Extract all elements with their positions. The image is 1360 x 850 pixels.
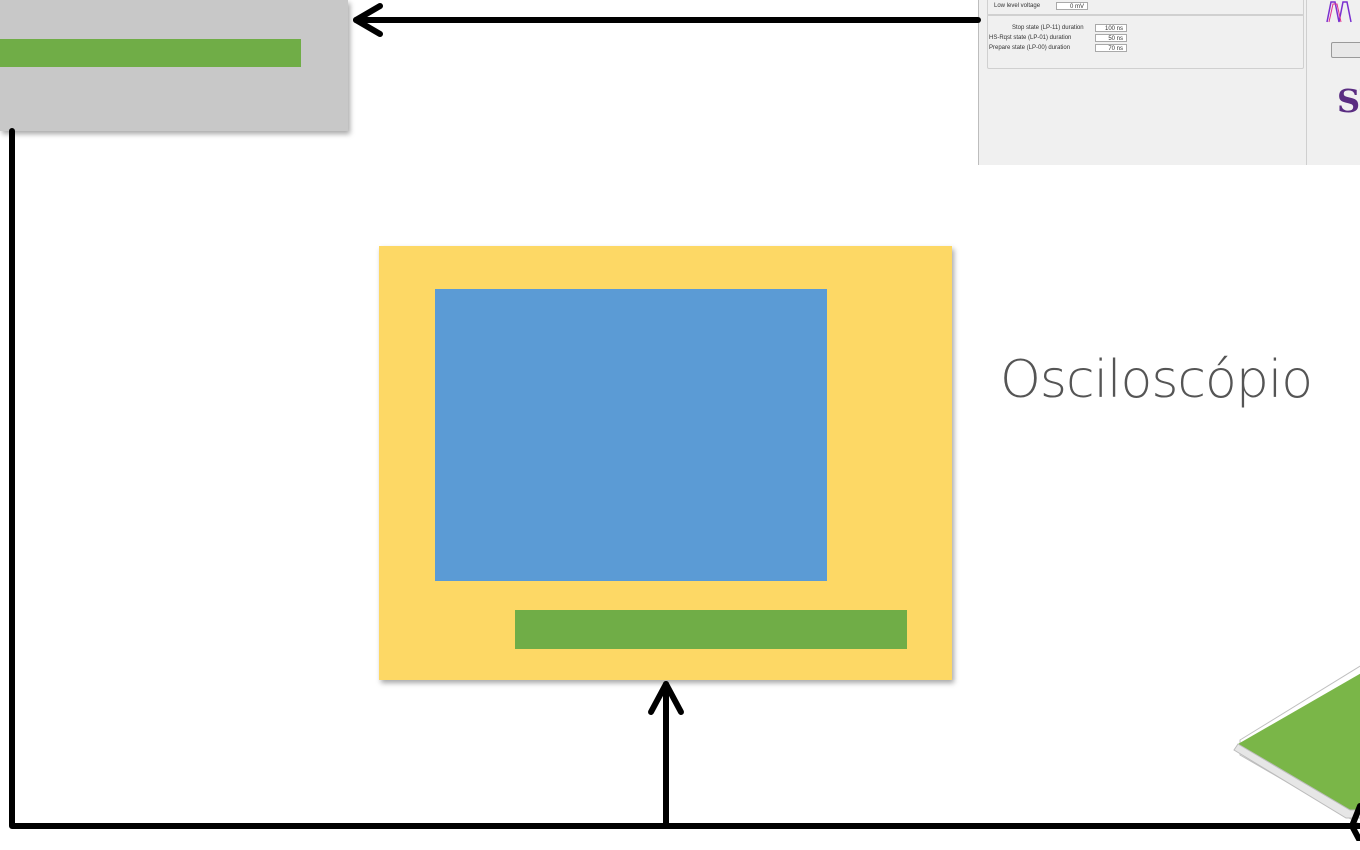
duration-group	[987, 14, 1304, 69]
waveform-preview	[1326, 1, 1352, 23]
software-button[interactable]	[1331, 42, 1360, 58]
prepare-state-value[interactable]: 70 ns	[1095, 44, 1127, 52]
stop-state-value[interactable]: 100 ns	[1095, 24, 1127, 32]
arrowhead-right-edge	[1349, 803, 1360, 841]
hs-rqst-state-label: HS-Rqst state (LP-01) duration	[989, 35, 1072, 41]
gray-device-green-bar	[0, 39, 301, 67]
software-screenshot: Low level voltage 0 mV Stop state (LP-11…	[978, 0, 1360, 165]
low-level-voltage-label: Low level voltage	[994, 3, 1041, 9]
settings-pane: Low level voltage 0 mV Stop state (LP-11…	[985, 0, 1307, 165]
stop-state-label: Stop state (LP-11) duration	[1012, 25, 1084, 31]
low-level-voltage-value[interactable]: 0 mV	[1056, 2, 1088, 10]
hs-rqst-state-value[interactable]: 50 ns	[1095, 34, 1127, 42]
vendor-logo: SV	[1337, 82, 1360, 120]
voltage-group	[987, 0, 1304, 16]
loop-line	[9, 128, 1360, 829]
prepare-state-label: Prepare state (LP-00) duration	[989, 45, 1071, 51]
yellow-device-green-bar	[515, 610, 907, 649]
arrowhead-left	[353, 3, 383, 37]
arrowhead-up	[648, 681, 684, 715]
circuit-board	[1233, 665, 1360, 825]
blue-screen-area	[435, 289, 827, 581]
oscilloscope-label: Osciloscópio	[1000, 350, 1313, 410]
